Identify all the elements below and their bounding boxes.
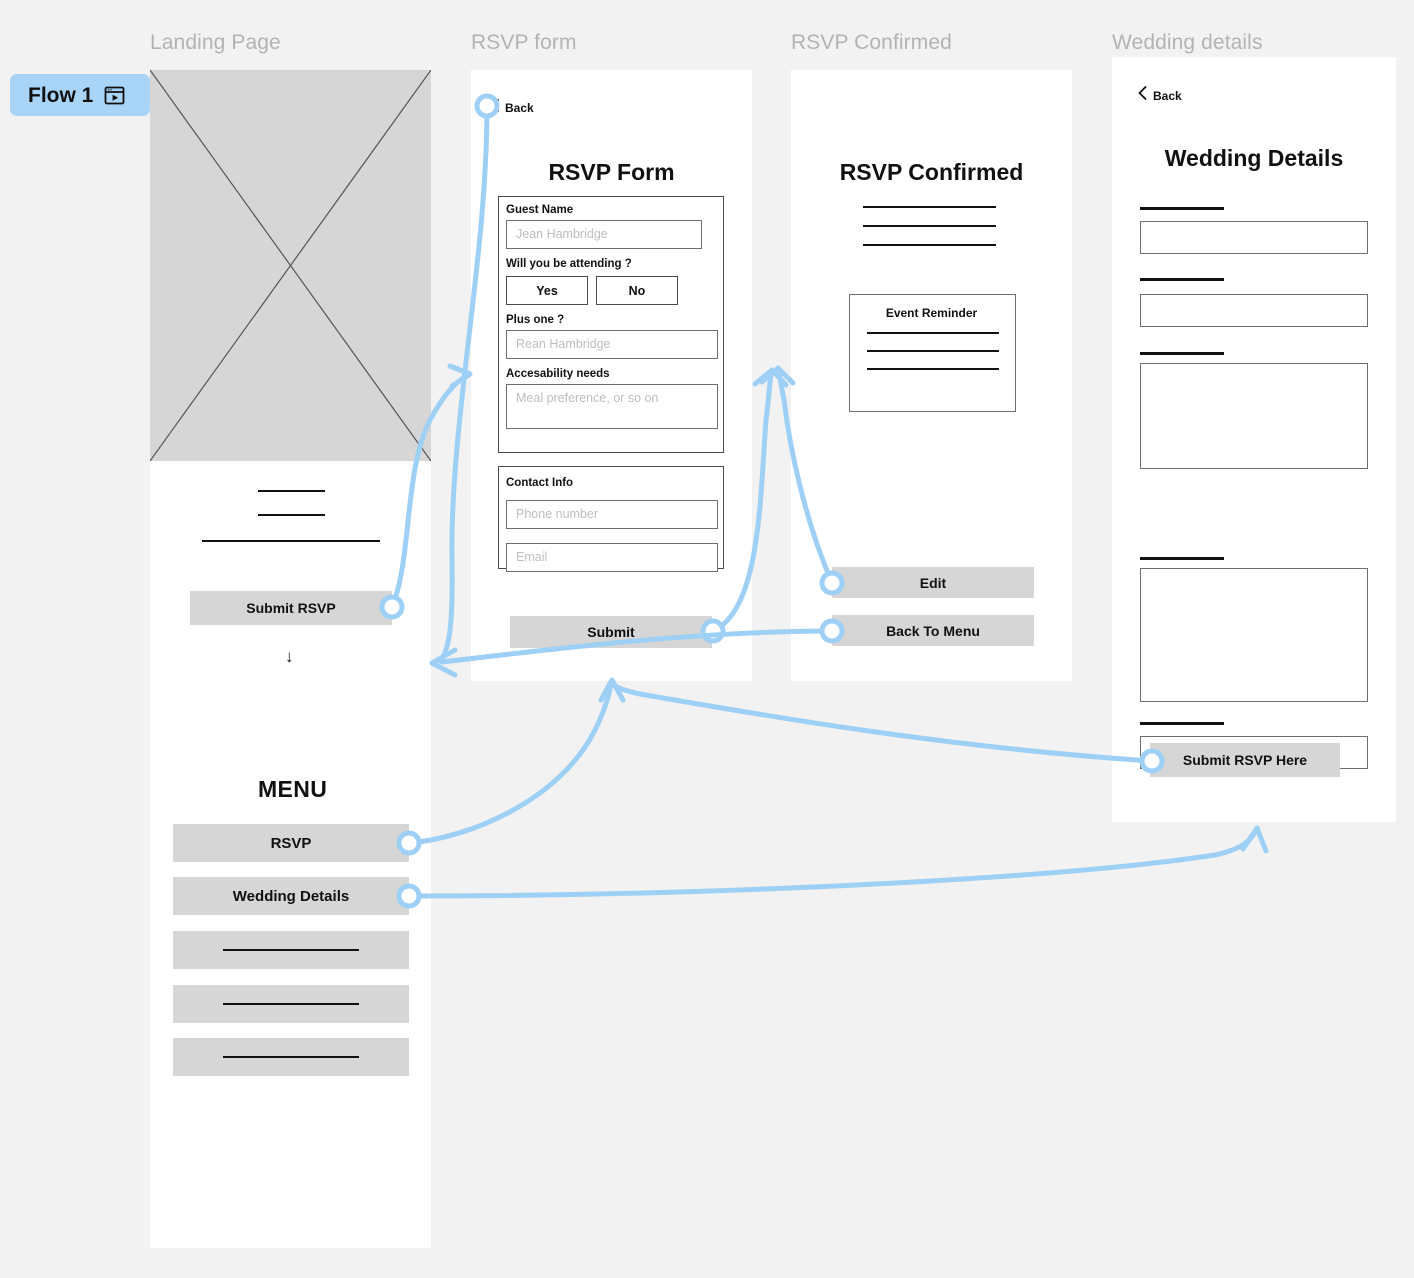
back-to-menu-label: Back To Menu <box>886 622 980 639</box>
reminder-line-2 <box>867 350 999 352</box>
screen-rsvp-confirmed: RSVP Confirmed Event Reminder Edit Back … <box>791 70 1072 681</box>
attending-yes-button[interactable]: Yes <box>506 276 588 305</box>
wedding-details-title: Wedding Details <box>1164 145 1344 171</box>
confirmed-line-2 <box>863 225 996 227</box>
screen-rsvp-form: Back RSVP Form Guest Name Jean Hambridge… <box>471 70 752 681</box>
headline-line-3 <box>202 540 380 542</box>
browser-play-icon <box>104 85 125 106</box>
plus-one-placeholder: Rean Hambridge <box>516 336 611 351</box>
confirmed-line-1 <box>863 206 996 208</box>
connector-arrowhead <box>598 677 626 703</box>
confirmed-line-3 <box>863 244 996 246</box>
menu-item-placeholder-line <box>223 1056 359 1058</box>
menu-item-placeholder-3[interactable] <box>173 931 409 969</box>
rsvp-form-submit-button[interactable]: Submit <box>510 616 712 648</box>
headline-line-1 <box>258 490 325 492</box>
connector-arrowhead <box>1240 825 1269 854</box>
wd-input-4[interactable] <box>1140 568 1368 702</box>
rsvp-form-title: RSVP Form <box>548 159 675 185</box>
wd-field-label-4 <box>1140 557 1224 560</box>
connector-menu-wd-to-screen <box>406 831 1257 899</box>
rsvp-form-submit-label: Submit <box>587 624 635 640</box>
menu-item-rsvp[interactable]: RSVP <box>173 824 409 862</box>
event-reminder-title: Event Reminder <box>885 306 978 320</box>
landing-submit-rsvp-label: Submit RSVP <box>246 600 336 616</box>
menu-item-rsvp-label: RSVP <box>270 834 312 852</box>
rsvp-confirmed-title: RSVP Confirmed <box>839 159 1024 185</box>
plus-one-label: Plus one ? <box>506 314 565 326</box>
reminder-line-1 <box>867 332 999 334</box>
email-input[interactable]: Email <box>506 543 718 572</box>
menu-item-wedding-details[interactable]: Wedding Details <box>173 877 409 915</box>
menu-item-placeholder-line <box>223 1003 359 1005</box>
connector-menu-rsvp-to-form <box>406 681 614 846</box>
guest-name-input[interactable]: Jean Hambridge <box>506 220 702 249</box>
screen-landing-page: Submit RSVP ↓ MENU RSVP Wedding Details <box>150 70 431 1248</box>
attending-yes-label: Yes <box>536 283 558 298</box>
connector-arrowhead <box>447 363 473 389</box>
wd-input-1[interactable] <box>1140 221 1368 254</box>
wd-field-label-2 <box>1140 278 1224 281</box>
wd-field-label-5 <box>1140 722 1224 725</box>
connector-wd-submit-to-form <box>610 682 1155 764</box>
hero-placeholder-image <box>150 70 431 461</box>
chevron-left-icon <box>1138 86 1147 105</box>
screen-wedding-details: Back Wedding Details Submit RSVP Here <box>1112 57 1396 822</box>
edit-button-label: Edit <box>919 574 947 591</box>
phone-number-input[interactable]: Phone number <box>506 500 718 529</box>
connector-arrowhead <box>759 365 796 386</box>
scroll-down-arrow-icon: ↓ <box>285 647 294 666</box>
guest-name-label: Guest Name <box>506 204 574 216</box>
headline-line-2 <box>258 514 325 516</box>
wd-input-2[interactable] <box>1140 294 1368 327</box>
menu-title: MENU <box>258 776 328 802</box>
menu-item-wedding-details-label: Wedding Details <box>232 887 350 905</box>
wd-field-label-1 <box>1140 207 1224 210</box>
back-to-menu-button[interactable]: Back To Menu <box>832 615 1034 646</box>
wedding-details-back-button[interactable]: Back <box>1138 86 1182 105</box>
wd-submit-rsvp-here-button[interactable]: Submit RSVP Here <box>1150 743 1340 777</box>
attending-label: Will you be attending ? <box>506 258 632 270</box>
connector-arrowhead <box>429 647 458 678</box>
menu-item-placeholder-5[interactable] <box>173 1038 409 1076</box>
email-placeholder: Email <box>516 549 548 564</box>
contact-info-label: Contact Info <box>506 477 574 489</box>
flow-badge-label: Flow 1 <box>28 83 94 107</box>
frame-title-wedding-details: Wedding details <box>1112 31 1263 54</box>
edit-button[interactable]: Edit <box>832 567 1034 598</box>
frame-title-landing-page: Landing Page <box>150 31 281 54</box>
wd-input-3[interactable] <box>1140 363 1368 469</box>
wd-field-label-3 <box>1140 352 1224 355</box>
wd-submit-rsvp-here-label: Submit RSVP Here <box>1182 752 1308 768</box>
rsvp-form-back-label: Back <box>505 101 534 115</box>
event-reminder-card <box>849 294 1016 412</box>
rsvp-form-back-button[interactable]: Back <box>491 99 534 117</box>
menu-item-placeholder-4[interactable] <box>173 985 409 1023</box>
accessibility-textarea[interactable]: Meal preference, or so on <box>506 384 718 429</box>
reminder-line-3 <box>867 368 999 370</box>
accessibility-placeholder: Meal preference, or so on <box>516 391 659 405</box>
frame-title-rsvp-confirmed: RSVP Confirmed <box>791 31 952 54</box>
menu-item-placeholder-line <box>223 949 359 951</box>
wedding-details-back-label: Back <box>1153 88 1182 103</box>
guest-name-placeholder: Jean Hambridge <box>516 226 608 241</box>
attending-no-label: No <box>628 283 646 298</box>
attending-no-button[interactable]: No <box>596 276 678 305</box>
connector-arrowhead <box>752 367 789 388</box>
accessibility-label: Accesability needs <box>506 368 610 380</box>
phone-number-placeholder: Phone number <box>516 506 599 521</box>
plus-one-input[interactable]: Rean Hambridge <box>506 330 718 359</box>
frame-title-rsvp-form: RSVP form <box>471 31 577 54</box>
chevron-left-icon <box>491 99 499 117</box>
flow-badge[interactable]: Flow 1 <box>10 74 150 116</box>
landing-submit-rsvp-button[interactable]: Submit RSVP <box>190 591 392 625</box>
